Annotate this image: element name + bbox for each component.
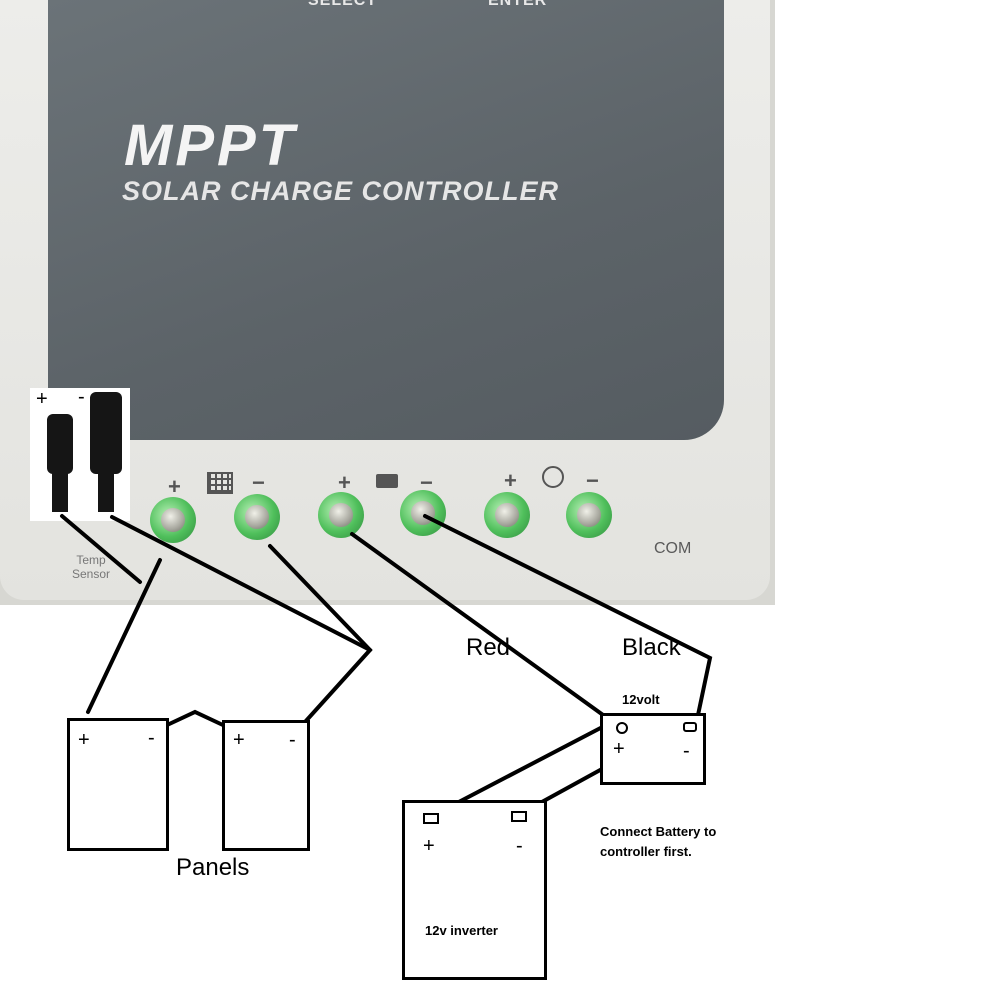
wire-battery-minus-controller — [423, 514, 713, 717]
battery-plus-label: + — [338, 470, 351, 495]
solar-panel-1: + - — [67, 718, 169, 851]
inverter-plus: + — [423, 835, 435, 857]
panel1-minus: - — [148, 727, 155, 749]
connection-note: Connect Battery to controller first. — [600, 824, 717, 859]
inverter-label: 12v inverter — [425, 923, 498, 938]
battery-label: 12volt — [622, 692, 660, 707]
inverter-box: + - 12v inverter — [402, 800, 547, 980]
connector-plus-label: + — [36, 388, 48, 410]
battery-plus-terminal — [318, 492, 364, 538]
front-panel: SELECT ENTER — [48, 0, 724, 440]
wire-black-label: Black — [622, 634, 681, 661]
solar-minus-label: − — [252, 470, 265, 495]
solar-minus-terminal — [234, 494, 280, 540]
battery-plus: + — [613, 738, 625, 760]
mc4-connector-photo: + - — [30, 386, 130, 521]
battery-icon — [376, 474, 398, 488]
load-minus-terminal — [566, 492, 612, 538]
wire-battery-plus-controller — [350, 532, 612, 722]
panel1-plus: + — [78, 729, 90, 751]
battery-plus-post — [616, 722, 628, 734]
wire-connector-minus — [110, 515, 372, 652]
connector-minus-label: - — [78, 386, 85, 408]
battery-minus-label: − — [420, 470, 433, 495]
inverter-plus-post — [423, 813, 439, 824]
panel2-minus: - — [289, 729, 296, 751]
com-label: COM — [654, 540, 692, 557]
panel2-plus: + — [233, 729, 245, 751]
cable-plus — [52, 472, 68, 512]
cable-minus — [98, 472, 114, 512]
solar-plus-label: + — [168, 474, 181, 499]
lamp-icon — [542, 466, 564, 488]
mc4-male-plug — [47, 414, 73, 474]
wire-connector-plus — [60, 514, 142, 584]
wire-solar-minus — [268, 544, 373, 724]
enter-label: ENTER — [488, 0, 548, 9]
wire-panel-series — [163, 709, 227, 728]
solar-panel-2: + - — [222, 720, 310, 851]
battery-minus-post — [683, 722, 697, 732]
brand-subtitle: SOLAR CHARGE CONTROLLER — [122, 176, 559, 206]
inverter-minus: - — [516, 835, 523, 857]
load-plus-label: + — [504, 468, 517, 493]
select-label: SELECT — [308, 0, 378, 9]
brand-title: MPPT — [124, 113, 298, 178]
wire-red-label: Red — [466, 634, 511, 661]
solar-plus-terminal — [150, 497, 196, 543]
controller-housing: SELECT ENTER MPPT SOLAR CHARGE CONTROLLE… — [0, 0, 770, 600]
battery-minus: - — [683, 740, 690, 762]
inverter-minus-post — [511, 811, 527, 822]
temp-sensor-label: Temp Sensor — [72, 553, 111, 581]
load-plus-terminal — [484, 492, 530, 538]
wire-solar-plus — [86, 558, 162, 714]
panels-label: Panels — [176, 854, 250, 881]
controller-photo: SELECT ENTER MPPT SOLAR CHARGE CONTROLLE… — [0, 0, 775, 605]
mc4-female-plug — [90, 392, 122, 474]
battery-box: + - — [600, 713, 706, 785]
solar-panel-icon — [207, 472, 233, 494]
load-minus-label: − — [586, 468, 599, 493]
